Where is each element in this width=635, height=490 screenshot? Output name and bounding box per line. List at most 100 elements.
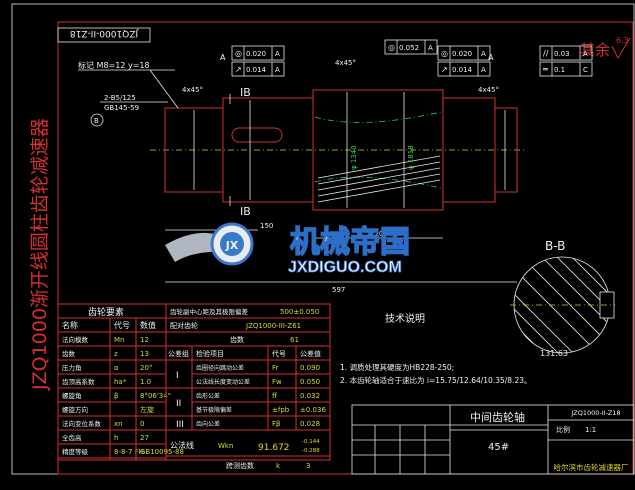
gtol-datum: A bbox=[428, 44, 433, 52]
gtol-datum: A bbox=[481, 50, 486, 58]
span-label: 跨测齿数 bbox=[226, 461, 254, 470]
watermark-logo: JX bbox=[165, 222, 254, 266]
gtol-datum: A bbox=[481, 66, 486, 74]
mesh-group-header: 检验项目 bbox=[196, 349, 224, 358]
gear-param-cell: 12 bbox=[140, 336, 149, 344]
span-value: 3 bbox=[306, 462, 310, 470]
title-block bbox=[351, 404, 635, 475]
gear-param-cell: 27 bbox=[140, 434, 149, 442]
chamfer-gear: 4x45° bbox=[335, 59, 356, 67]
gtol-value: 0.014 bbox=[452, 66, 473, 74]
gtol-value: 0.020 bbox=[246, 50, 266, 58]
mesh-item-symbol: ff bbox=[272, 392, 277, 400]
mesh-item-name: 基节极限偏差 bbox=[196, 406, 232, 414]
balloon-b-label: B bbox=[94, 117, 99, 125]
watermark-brand: 机械帝国 bbox=[290, 225, 410, 260]
gear-param-header: 代号 bbox=[114, 320, 130, 330]
gear-param-cell: 齿数 bbox=[62, 349, 76, 358]
gear-param-cell: 8-8-7 FH bbox=[114, 448, 144, 456]
gear-param-header: 数值 bbox=[140, 320, 156, 330]
gtol-symbol: ◎ bbox=[441, 49, 448, 58]
pair-teeth-label: 齿数 bbox=[230, 335, 244, 344]
center-hole-note: 2-B5/125 bbox=[104, 94, 136, 102]
span-symbol: k bbox=[276, 462, 281, 470]
gear-param-cell: 齿顶高系数 bbox=[62, 377, 95, 386]
mesh-group-header: 代号 bbox=[272, 349, 286, 358]
gtol-frame: ◎ 0.020 A bbox=[437, 45, 491, 61]
gear-param-cell: h bbox=[114, 434, 118, 442]
datum-a-right: A bbox=[488, 53, 494, 62]
mesh-item-value: 0.050 bbox=[300, 378, 320, 386]
tech-req-2: 2. 本齿轮轴适合于速比为 i=15.75/12.64/10.35/8.23。 bbox=[340, 375, 531, 385]
gear-param-cell: 20° bbox=[140, 364, 152, 372]
wkn-symbol: Wkn bbox=[218, 442, 233, 450]
wkn-dev-lower: -0.288 bbox=[302, 448, 320, 454]
gtol-symbol: ◎ bbox=[235, 49, 242, 58]
pair-teeth-value: 61 bbox=[290, 336, 299, 344]
pair-gear-label: 配对齿轮 bbox=[170, 321, 198, 330]
gtol-symbol: ↗ bbox=[441, 65, 448, 74]
gear-param-cell: 13 bbox=[140, 350, 149, 358]
gtol-symbol: ◎ bbox=[388, 43, 395, 52]
keyway-slot bbox=[231, 127, 283, 143]
rest-roughness-value: 6.3 bbox=[616, 36, 629, 45]
gear-param-cell: 1.0 bbox=[140, 378, 151, 386]
section-mark-top: IB bbox=[240, 86, 251, 99]
shaft-right-journal bbox=[494, 107, 518, 193]
mesh-group-id: II bbox=[176, 399, 181, 409]
dim-gear-width: 220 bbox=[370, 230, 383, 238]
gear-param-cell: β bbox=[114, 392, 118, 400]
mesh-item-value: 0.090 bbox=[300, 364, 320, 372]
title-drawing-no: JZQ1000-II-Z18 bbox=[570, 409, 620, 417]
gtol-value: 0.052 bbox=[399, 44, 419, 52]
gtol-symbol: ═ bbox=[542, 65, 548, 74]
gtol-frame: ◎ 0.052 A bbox=[384, 39, 438, 55]
company-name: 哈尔滨市齿轮减速器厂 bbox=[554, 462, 629, 472]
gtol-datum: A bbox=[275, 66, 280, 74]
mesh-item-name: 齿形公差 bbox=[196, 392, 220, 400]
title-scale: 1:1 bbox=[585, 426, 596, 434]
mesh-item-symbol: ±fpb bbox=[272, 406, 290, 414]
section-key-dim: 131.63 bbox=[540, 349, 568, 358]
section-bb-view bbox=[510, 256, 615, 354]
gtol-datum: A bbox=[275, 50, 280, 58]
gear-param-cell: z bbox=[114, 350, 118, 358]
gear-param-cell: 8°06'34" bbox=[140, 392, 171, 400]
mesh-group-header: 公差组 bbox=[168, 349, 189, 358]
dim-total: 597 bbox=[332, 286, 345, 294]
gtol-frame: ↗ 0.014 A bbox=[437, 61, 491, 77]
vertical-drawing-title: JZQ1000渐开线圆柱齿轮减速器 bbox=[29, 118, 51, 391]
stamp-code: JZQ1000-II-Z18 bbox=[70, 28, 140, 38]
gtol-value: 0.020 bbox=[452, 50, 472, 58]
gear-param-cell: 法向模数 bbox=[62, 335, 89, 344]
watermark-domain: JXDIGUO.COM bbox=[288, 259, 402, 276]
gear-param-cell: 左旋 bbox=[140, 405, 154, 414]
dia-label-pitch: φ 1818 bbox=[407, 145, 415, 170]
part-material: 45# bbox=[488, 442, 509, 453]
mesh-group-id: I bbox=[176, 371, 179, 381]
mesh-item-symbol: Fw bbox=[272, 378, 282, 386]
mesh-item-name: 公法线长度变动公差 bbox=[196, 378, 250, 386]
inner-frame bbox=[57, 21, 634, 475]
pair-gear-code: JZQ1000-III-Z61 bbox=[245, 322, 301, 330]
gear-param-cell: 精度等级 bbox=[62, 447, 89, 456]
center-distance-value: 500±0.050 bbox=[280, 308, 319, 316]
gear-param-cell: 螺旋方向 bbox=[62, 405, 88, 414]
chamfer-left: 4x45° bbox=[182, 86, 203, 94]
mesh-tolerance-table bbox=[165, 303, 331, 461]
watermark-emblem: JX bbox=[225, 239, 239, 252]
thread-arrow bbox=[149, 69, 179, 109]
gear-param-cell: 0 bbox=[140, 420, 144, 428]
balloon-b bbox=[90, 113, 104, 127]
gtol-symbol: ↗ bbox=[235, 65, 242, 74]
mesh-item-value: 0.032 bbox=[300, 392, 320, 400]
gear-param-cell: Mn bbox=[114, 336, 124, 344]
gear-param-cell: xn bbox=[114, 420, 123, 428]
